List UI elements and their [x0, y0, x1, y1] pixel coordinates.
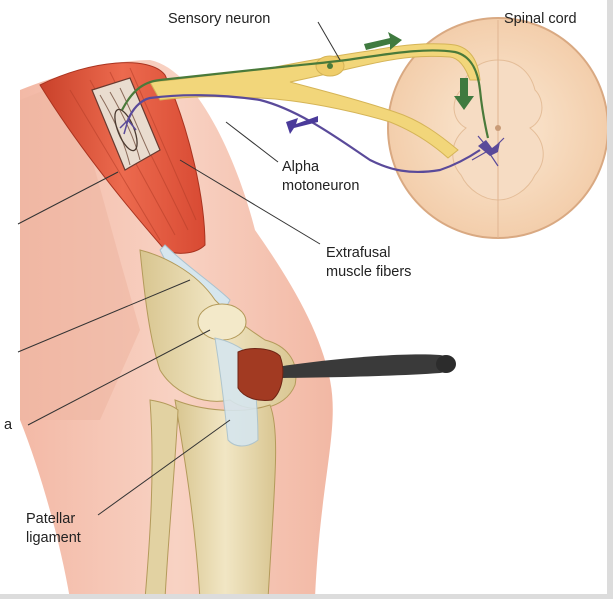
- central-canal: [495, 125, 501, 131]
- leader-alpha-motoneuron: [226, 122, 278, 162]
- label-patellar-line1: Patellar: [26, 510, 75, 528]
- sensory-cell-body: [327, 63, 333, 69]
- label-alpha-motoneuron-line1: Alpha: [282, 158, 319, 176]
- label-spinal-cord: Spinal cord: [504, 10, 577, 28]
- reflex-hammer-icon: [238, 349, 456, 401]
- image-border-right: [607, 0, 613, 599]
- label-extrafusal-line2: muscle fibers: [326, 263, 411, 281]
- label-patellar-line2: ligament: [26, 529, 81, 547]
- leader-sensory-neuron: [318, 22, 340, 60]
- label-alpha-motoneuron-line2: motoneuron: [282, 177, 359, 195]
- efferent-arrow-icon: [286, 116, 318, 134]
- label-partial-a: a: [4, 416, 12, 434]
- image-border-bottom: [0, 594, 613, 599]
- label-sensory-neuron: Sensory neuron: [168, 10, 270, 28]
- label-extrafusal-line1: Extrafusal: [326, 244, 390, 262]
- patella: [198, 304, 246, 340]
